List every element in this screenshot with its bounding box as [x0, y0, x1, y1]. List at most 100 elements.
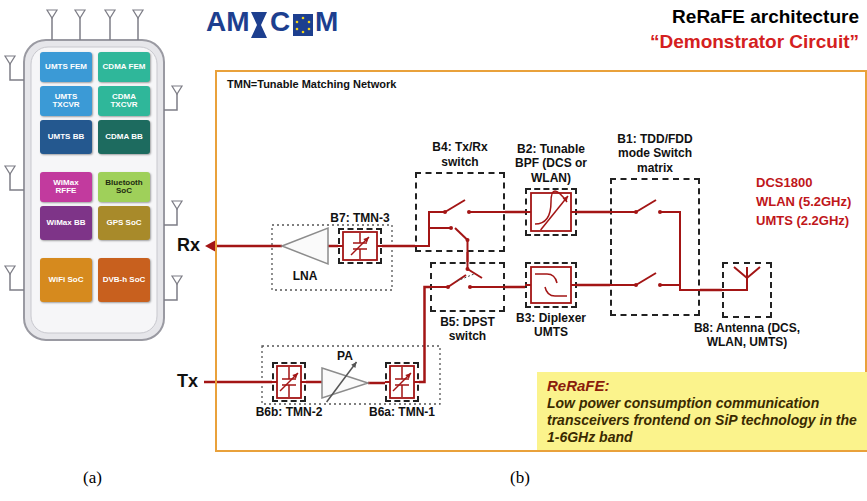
block-label: B8: Antenna (DCS, WLAN, UMTS) — [687, 321, 807, 350]
symbol-stroke — [457, 274, 474, 281]
antenna-tip — [5, 166, 15, 174]
antenna-stem — [164, 94, 177, 300]
bpf-symbol — [525, 188, 577, 236]
wire-path — [382, 245, 415, 248]
wire-path — [328, 245, 338, 248]
contact-dot — [658, 283, 662, 287]
dip-symbol — [525, 262, 577, 308]
module-chip: CDMA TXCVR — [98, 86, 150, 116]
module-chip: UMTS BB — [40, 120, 92, 154]
tmn-symbol — [272, 362, 306, 402]
contact-dot — [449, 226, 453, 230]
sw4-symbol — [415, 172, 505, 252]
module-name: CDMA FEM — [103, 63, 146, 71]
wire-path — [577, 211, 610, 214]
note-box: ReRaFE:Low power consumption communicati… — [537, 372, 867, 450]
switch-matrix: B1: TDD/FDD mode Switch matrix — [610, 178, 700, 316]
signal-wire — [328, 246, 338, 247]
block-label: B6a: TMN-1 — [362, 405, 442, 419]
symbol-stroke — [469, 211, 505, 213]
flag-stars — [296, 17, 311, 34]
block-label: PA — [325, 349, 365, 363]
matching-network: B7: TMN-3 — [338, 228, 382, 264]
block-label: B6b: TMN-2 — [249, 405, 329, 419]
port-label: Tx — [177, 371, 198, 392]
symbol-stroke — [525, 211, 577, 213]
antenna-stem — [52, 18, 138, 40]
port-label: Rx — [177, 235, 200, 256]
tx-group-outline — [262, 346, 440, 404]
antenna-tip — [47, 10, 57, 18]
symbol-stroke — [455, 228, 468, 240]
contact-dot — [446, 285, 450, 289]
symbol-stroke — [636, 273, 656, 285]
flag-star — [308, 21, 311, 24]
sw5-symbol — [430, 262, 505, 312]
module-chip: CDMA FEM — [98, 52, 150, 82]
switch-block: B5: DPST switch — [430, 262, 505, 312]
tuning-arrowhead — [405, 373, 411, 379]
note-heading: ReRaFE: — [547, 377, 857, 395]
antenna-tip — [105, 10, 115, 18]
io-wires — [204, 240, 282, 382]
signal-wire — [577, 212, 610, 213]
module-name: WiMax RFFE — [42, 179, 90, 196]
symbol-stroke — [722, 278, 747, 290]
symbol-stroke — [327, 362, 357, 402]
flag-star — [308, 28, 311, 31]
band-label: DCS1800 — [756, 176, 812, 191]
antenna-tip — [133, 10, 143, 18]
inner-frame — [277, 366, 301, 398]
contact-dot — [466, 267, 470, 271]
symbol-stroke — [525, 284, 577, 286]
signal-wire — [467, 252, 468, 262]
module-chip: WiMax BB — [40, 206, 92, 240]
logo-letters: M — [315, 6, 338, 38]
symbol-stroke — [660, 284, 680, 286]
contact-dot — [634, 210, 638, 214]
module-chip: UMTS FEM — [40, 52, 92, 82]
module-name: CDMA TXCVR — [100, 93, 148, 110]
symbol-stroke — [468, 269, 483, 278]
wire-path — [505, 286, 525, 289]
block-label: B5: DPST switch — [428, 315, 508, 344]
symbol-stroke — [445, 200, 465, 212]
symbol-stroke — [535, 274, 557, 283]
module-name: WiFi SoC — [48, 276, 83, 284]
tuning-arrowhead — [292, 373, 298, 379]
module-name: WiMax BB — [46, 219, 85, 227]
panel-letter: (a) — [83, 468, 102, 488]
panel-caption: TMN=Tunable Matching Network — [227, 78, 855, 90]
diagram-title: ReRaFE architecture — [672, 6, 859, 28]
logo-flag — [293, 14, 313, 36]
switch-block: B4: Tx/Rx switch — [415, 172, 505, 252]
module-chip: UMTS TXCVR — [40, 86, 92, 116]
antenna-block: B8: Antenna (DCS, WLAN, UMTS) — [722, 262, 772, 318]
antenna-stems — [10, 18, 177, 300]
module-name: UMTS FEM — [45, 63, 87, 71]
wire-path — [368, 382, 385, 385]
sw1-symbol — [610, 178, 700, 316]
module-chip: WiMax RFFE — [40, 172, 92, 202]
signal-wire — [306, 382, 322, 383]
contact-dot — [443, 210, 447, 214]
signal-wire — [382, 246, 415, 247]
contact-dot — [658, 210, 662, 214]
contact-dot — [468, 285, 472, 289]
subtitle: “Demonstrator Circuit” — [650, 31, 859, 53]
antenna-tip — [5, 56, 15, 64]
amplifier-symbol: LNA — [282, 228, 328, 264]
filter-block: B2: Tunable BPF (DCS or WLAN) — [525, 188, 577, 236]
signal-wire — [419, 287, 430, 382]
block-label: B3: Diplexer UMTS — [512, 311, 590, 340]
amplifier-triangle — [282, 228, 328, 264]
contact-dot — [467, 210, 471, 214]
pa-symbol — [322, 368, 368, 398]
module-name: GPS SoC — [106, 219, 141, 227]
symbol-stroke — [280, 373, 298, 391]
signal-wire — [700, 290, 722, 291]
antenna-tip — [172, 86, 182, 94]
ant-symbol — [722, 262, 772, 318]
wire-path — [306, 381, 322, 384]
symbol-stroke — [393, 373, 411, 391]
